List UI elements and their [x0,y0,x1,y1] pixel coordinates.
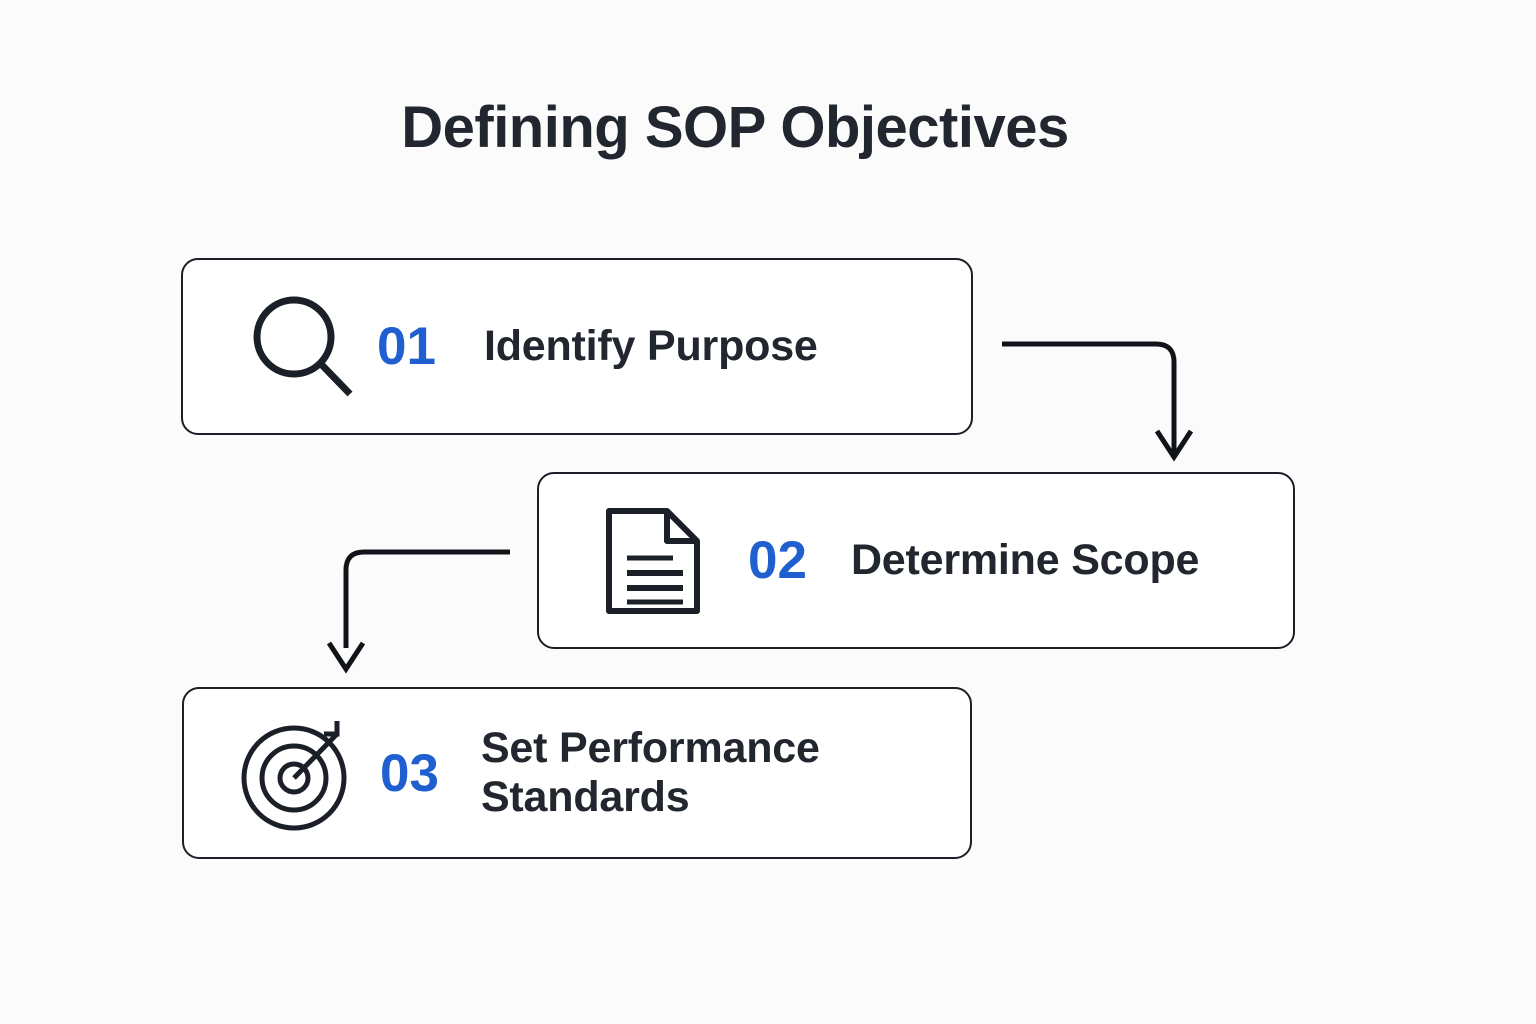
document-icon [594,503,712,619]
step-label-03: Set Performance Standards [480,723,820,821]
step-label-02: Determine Scope [850,535,1200,584]
step-number-01: 01 [377,317,436,376]
page-title: Defining SOP Objectives [401,95,1069,160]
step-number-03: 03 [380,743,439,803]
step-label-01: Identify Purpose [483,321,818,370]
step-card-03[interactable]: 03 Set Performance Standards [182,687,972,859]
magnifying-glass-icon [239,291,365,403]
step-number-02: 02 [748,531,807,590]
step-card-02[interactable]: 02 Determine Scope [537,472,1295,649]
step-card-01[interactable]: 01 Identify Purpose [181,258,973,435]
target-bullseye-icon [234,712,360,834]
